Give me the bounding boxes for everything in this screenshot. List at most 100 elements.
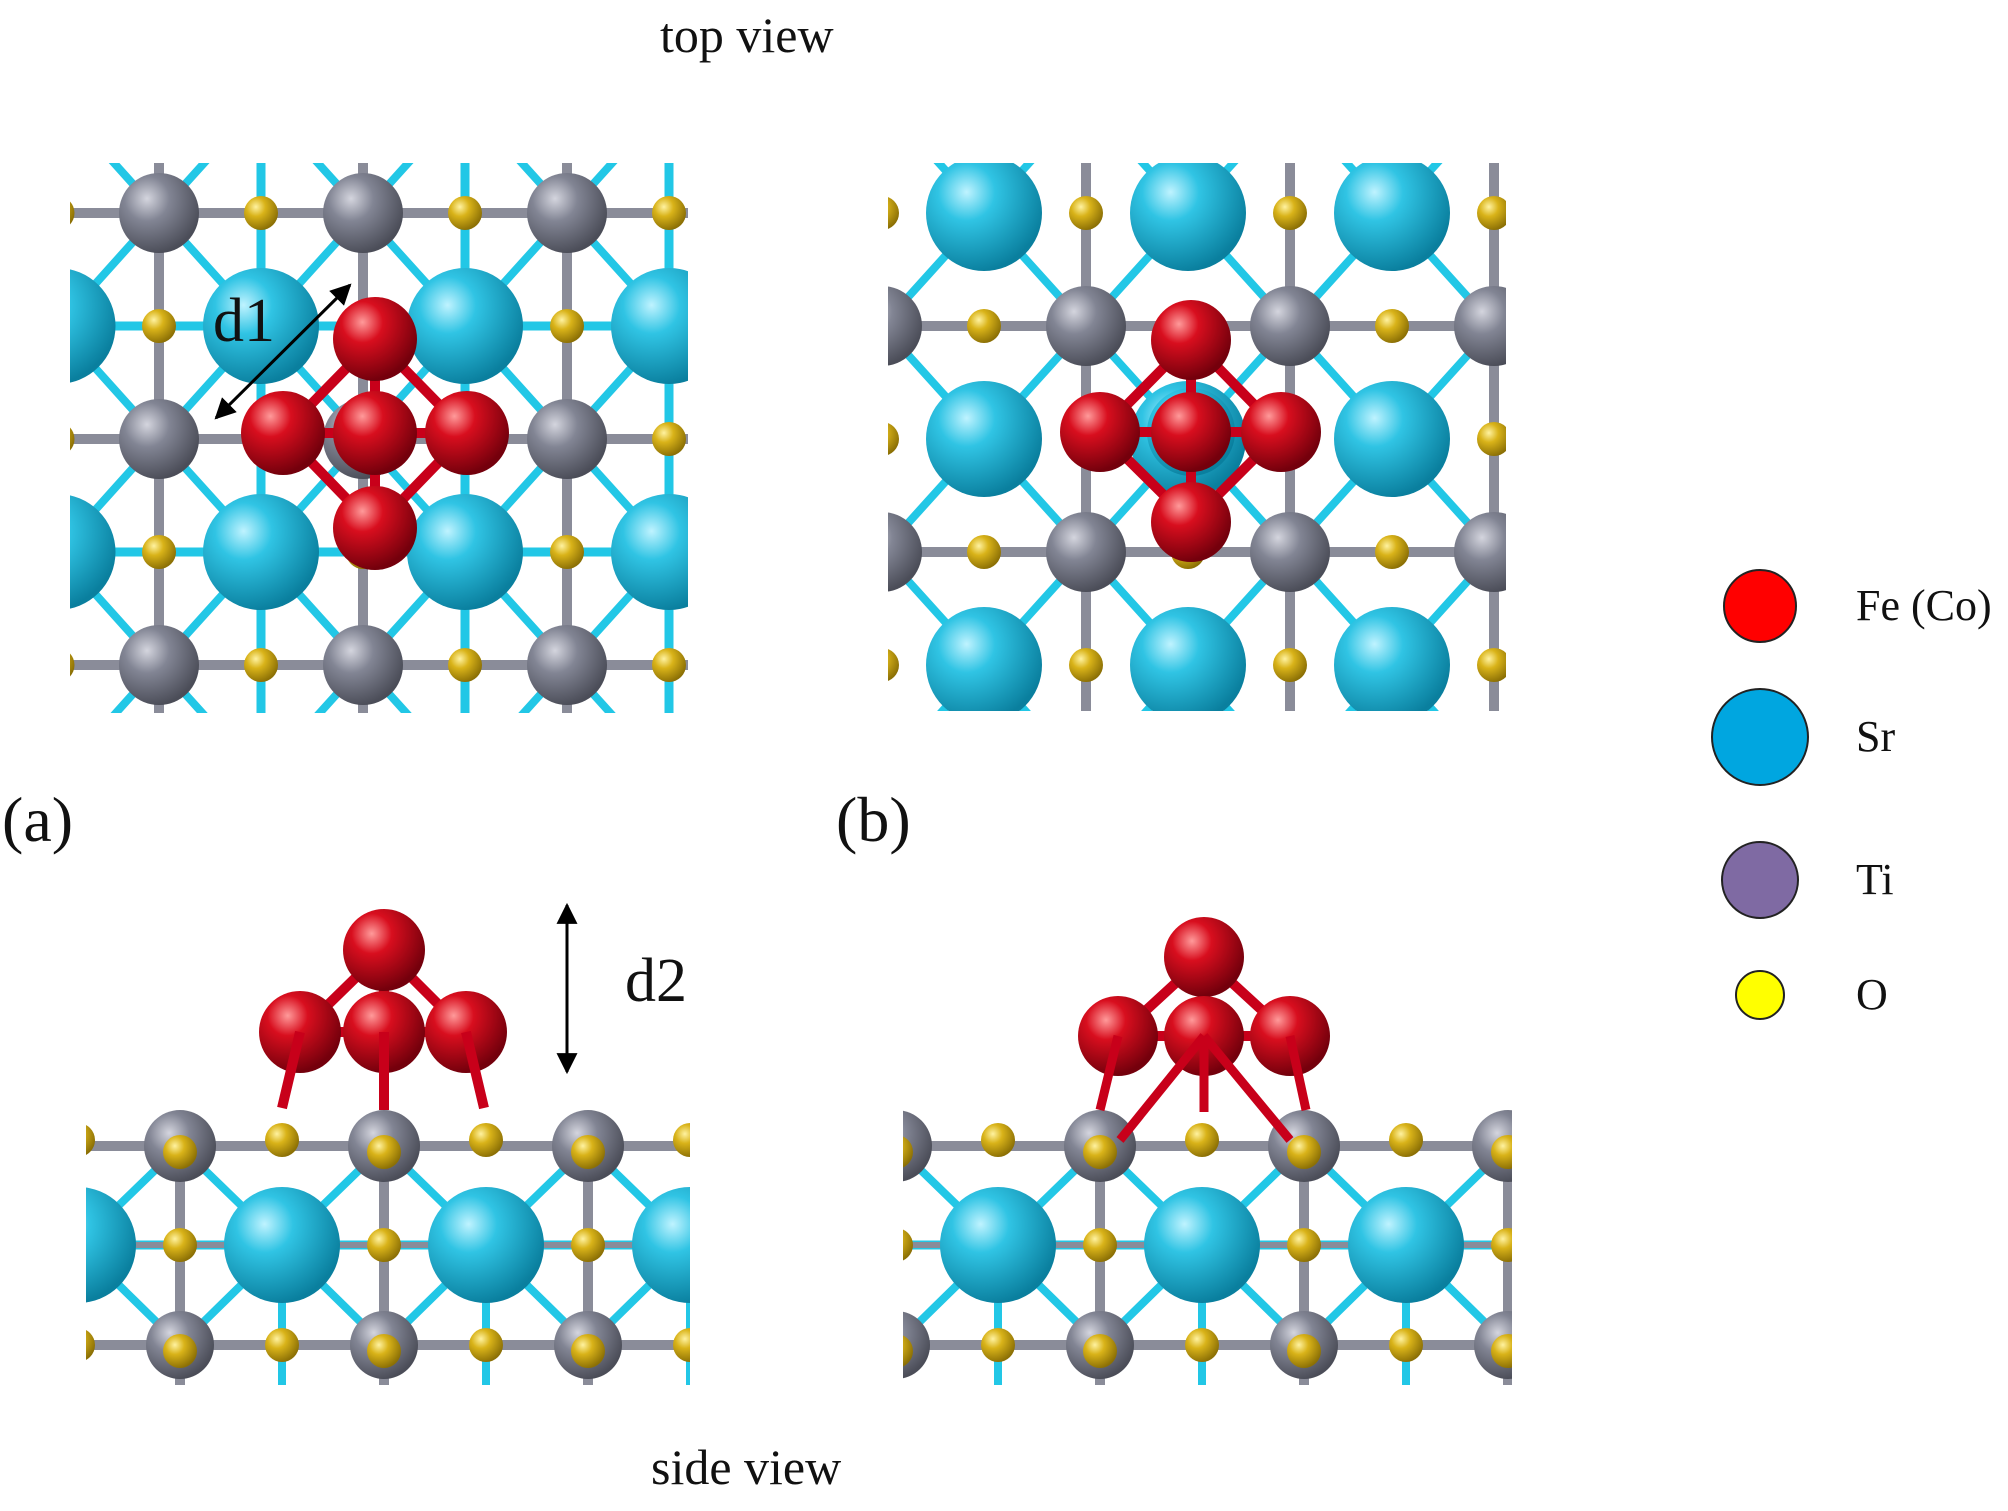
- ti-atom: [119, 399, 199, 479]
- fe-clusters: [241, 297, 1330, 1143]
- o-atom: [967, 83, 1001, 117]
- o-atom: [163, 1228, 197, 1262]
- sr-atom: [722, 381, 838, 497]
- o-atom: [2001, 1328, 2008, 1362]
- o-atom: [1389, 1328, 1423, 1362]
- ti-atom: [323, 0, 403, 27]
- fe-atom: [1241, 392, 1321, 472]
- o-atom: [70, 201, 75, 225]
- bond: [1095, 1034, 1123, 1112]
- sr-atom: [1334, 163, 1450, 271]
- ti-atom: [1046, 738, 1126, 818]
- bond: [564, 662, 616, 713]
- o-atom: [652, 648, 686, 682]
- ti-atom: [1454, 512, 1506, 592]
- o-atom: [346, 761, 380, 795]
- bond: [516, 163, 570, 216]
- o-atom: [550, 535, 584, 569]
- panel-b-label: (b): [836, 784, 911, 855]
- o-atom: [571, 1228, 605, 1262]
- sr-atom: [926, 163, 1042, 271]
- ti-atom: [1250, 512, 1330, 592]
- o-atom: [1273, 874, 1307, 908]
- o-atom: [142, 535, 176, 569]
- o-atom: [673, 1328, 690, 1362]
- ti-atom: [119, 0, 199, 27]
- ti-atom: [1676, 1110, 1748, 1182]
- o-atom: [888, 197, 899, 229]
- sr-atom: [407, 720, 523, 836]
- ti-atom: [119, 625, 199, 705]
- o-atom: [1695, 1334, 1729, 1368]
- fe-atom: [1151, 300, 1231, 380]
- o-atom: [1287, 1228, 1321, 1262]
- o-atom: [244, 874, 278, 908]
- o-atom: [1171, 83, 1205, 117]
- o-atom: [1375, 535, 1409, 569]
- o-atom: [70, 427, 75, 451]
- o-atom: [865, 0, 899, 4]
- o-atom: [1287, 1135, 1321, 1169]
- sr-atom: [407, 268, 523, 384]
- o-atom: [903, 1136, 913, 1168]
- o-atom: [967, 535, 1001, 569]
- o-atom: [981, 1328, 1015, 1362]
- o-atom: [1185, 1123, 1219, 1157]
- o-atom: [673, 1123, 690, 1157]
- o-atom: [448, 874, 482, 908]
- o-atom: [888, 423, 899, 455]
- panel-a-label: (a): [2, 784, 74, 855]
- legend-label-o: O: [1856, 970, 1888, 1019]
- bond: [687, 1245, 690, 1251]
- panel-b-side-view: [903, 1110, 2008, 1385]
- bond: [360, 662, 412, 713]
- o-atom: [550, 83, 584, 117]
- ti-atom: [758, 1311, 826, 1379]
- fe-atom: [1151, 392, 1231, 472]
- legend-label-fe-co: Fe (Co): [1856, 581, 1992, 630]
- ti-atom: [527, 625, 607, 705]
- o-atom: [86, 1125, 95, 1155]
- bond: [1505, 1335, 1512, 1348]
- bond: [792, 1146, 894, 1245]
- o-atom: [1579, 535, 1613, 569]
- sr-atom: [722, 155, 838, 271]
- o-atom: [550, 309, 584, 343]
- ti-atom: [0, 1311, 10, 1379]
- sr-atom: [1334, 607, 1450, 711]
- o-atom: [754, 535, 788, 569]
- ti-atom: [731, 173, 811, 253]
- o-atom: [1593, 1328, 1627, 1362]
- o-atom: [163, 1334, 197, 1368]
- o-atom: [448, 0, 482, 4]
- o-atom: [1593, 1123, 1627, 1157]
- o-atom: [981, 1123, 1015, 1157]
- ti-atom: [731, 625, 811, 705]
- ti-atom: [1250, 286, 1330, 366]
- o-atom: [763, 761, 797, 795]
- o-atom: [1579, 761, 1613, 795]
- fe-atom: [333, 297, 417, 381]
- o-atom: [754, 761, 788, 795]
- ti-atom: [119, 851, 199, 931]
- o-atom: [469, 1328, 503, 1362]
- o-atom: [1083, 1228, 1117, 1262]
- ti-atom: [527, 173, 607, 253]
- o-atom: [70, 653, 75, 677]
- o-atom: [448, 648, 482, 682]
- bond: [312, 163, 366, 216]
- sr-atom: [1144, 1187, 1260, 1303]
- o-atom: [1477, 422, 1506, 456]
- o-atom: [142, 761, 176, 795]
- bond: [360, 163, 414, 216]
- o-atom: [1899, 1334, 1933, 1368]
- o-atom: [1069, 648, 1103, 682]
- sr-atom: [632, 1187, 690, 1303]
- o-atom: [1273, 0, 1307, 4]
- ti-atom-icon: [1721, 841, 1799, 919]
- sr-atom: [611, 268, 688, 384]
- ti-atom: [842, 60, 922, 140]
- sr-atom: [926, 607, 1042, 711]
- o-atom: [652, 0, 686, 4]
- sr-atom: [940, 1187, 1056, 1303]
